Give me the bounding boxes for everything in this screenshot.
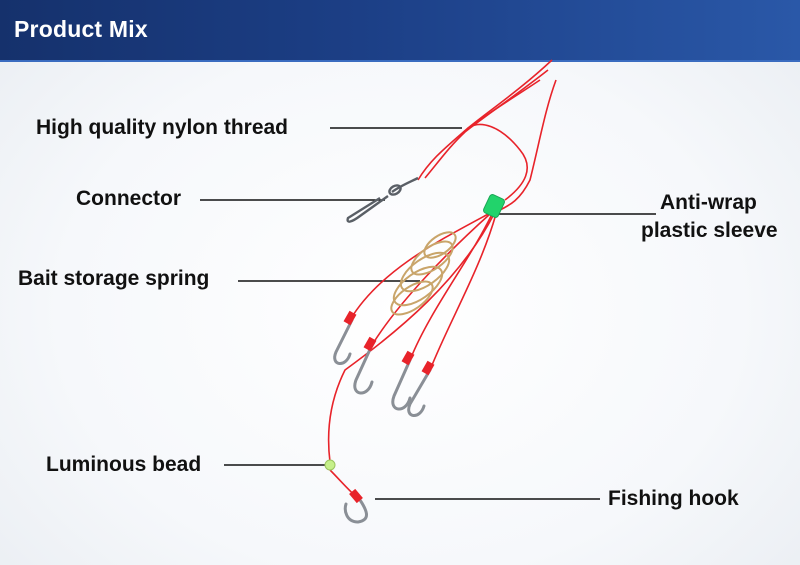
page-title: Product Mix [14, 16, 148, 42]
label-anti-wrap-line2: plastic sleeve [641, 219, 778, 242]
hook-4 [407, 368, 432, 417]
bait-storage-spring [390, 231, 457, 316]
hook-3 [391, 358, 412, 411]
thread-wraps [343, 310, 435, 504]
label-fishing-hook: Fishing hook [608, 487, 739, 510]
connector-swivel [346, 176, 419, 223]
header-bar: Product Mix [0, 0, 800, 62]
label-anti-wrap-line1: Anti-wrap [660, 191, 757, 214]
leader-lines [200, 127, 656, 500]
hooks [333, 318, 432, 524]
anti-wrap-sleeve [483, 194, 505, 218]
hook-bottom [343, 498, 368, 524]
label-nylon-thread: High quality nylon thread [36, 116, 289, 139]
hook-1 [333, 318, 354, 365]
label-luminous-bead: Luminous bead [46, 453, 202, 476]
hook-2 [353, 343, 374, 395]
label-connector: Connector [76, 187, 181, 210]
nylon-threads [327, 59, 557, 501]
label-bait-spring: Bait storage spring [18, 267, 210, 290]
luminous-bead [324, 459, 336, 471]
